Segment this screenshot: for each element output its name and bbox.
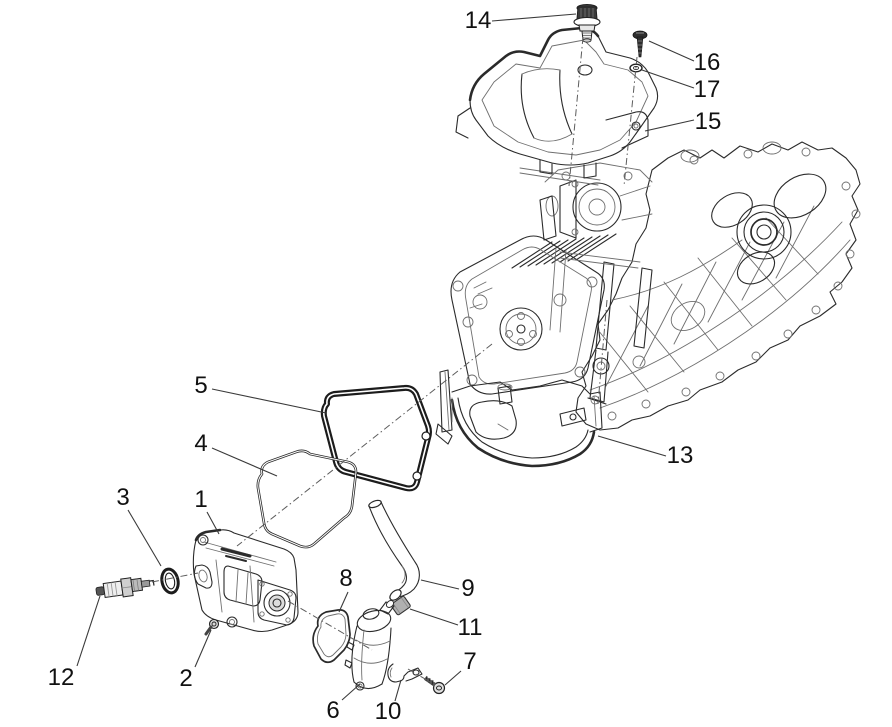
assembly-axes — [151, 36, 638, 684]
callout-label-1[interactable]: 1 — [194, 486, 208, 513]
callout-label-4[interactable]: 4 — [194, 430, 208, 457]
callout-label-13[interactable]: 13 — [666, 442, 694, 469]
leader-12 — [76, 595, 101, 667]
part-gasket-outer[interactable] — [320, 384, 432, 492]
leader-2 — [194, 629, 212, 668]
callout-label-10[interactable]: 10 — [374, 698, 402, 725]
part-engine-assembly[interactable] — [450, 141, 861, 431]
leader-16 — [648, 40, 695, 62]
axis-screw-16 — [623, 56, 638, 187]
leader-13 — [597, 435, 667, 457]
part-clamp-bracket[interactable] — [387, 663, 423, 683]
axis-separator — [287, 600, 373, 651]
leader-4 — [211, 447, 278, 477]
callout-label-2[interactable]: 2 — [179, 665, 193, 692]
axis-main-diagonal — [236, 343, 493, 547]
part-screw-2[interactable] — [204, 618, 220, 636]
callout-label-5[interactable]: 5 — [194, 372, 208, 399]
callout-label-7[interactable]: 7 — [463, 648, 477, 675]
part-o-ring[interactable] — [160, 567, 181, 595]
leader-7 — [444, 670, 462, 686]
part-cylinder-head-cover[interactable] — [192, 528, 299, 633]
part-separator-gasket[interactable] — [312, 609, 351, 664]
callout-label-15[interactable]: 15 — [694, 108, 722, 135]
axis-spark-plug — [151, 572, 199, 583]
leader-1 — [206, 511, 220, 535]
leader-3 — [127, 509, 162, 567]
callout-label-11[interactable]: 11 — [457, 614, 483, 641]
part-screw-16[interactable] — [632, 30, 648, 58]
leader-5 — [211, 388, 327, 414]
callout-label-16[interactable]: 16 — [693, 49, 721, 76]
leader-14 — [491, 13, 577, 22]
axis-bracket-screw — [407, 668, 433, 684]
part-head-cover-shroud[interactable] — [455, 26, 659, 186]
leader-9 — [420, 579, 460, 590]
part-breather-hose[interactable] — [368, 499, 420, 602]
leader-8 — [338, 591, 349, 613]
callout-label-17[interactable]: 17 — [693, 76, 721, 103]
part-spoiler[interactable] — [435, 369, 603, 468]
part-screw-7[interactable] — [423, 675, 446, 695]
part-temperature-sensor[interactable] — [573, 4, 601, 43]
leader-15 — [644, 119, 695, 132]
part-sleeve[interactable] — [390, 595, 411, 616]
leader-6 — [341, 683, 361, 701]
leader-11 — [409, 608, 459, 626]
callout-label-9[interactable]: 9 — [461, 575, 475, 602]
callout-label-3[interactable]: 3 — [116, 484, 130, 511]
part-gasket-inner[interactable] — [256, 449, 358, 549]
leader-lines — [76, 13, 695, 702]
callout-label-12[interactable]: 12 — [47, 664, 75, 691]
axis-spoiler-mount — [597, 299, 608, 405]
axis-sensor — [568, 36, 584, 187]
leader-17 — [641, 69, 695, 89]
callout-label-8[interactable]: 8 — [339, 565, 353, 592]
callout-label-6[interactable]: 6 — [326, 697, 340, 724]
leader-10 — [394, 679, 402, 702]
part-oil-separator[interactable] — [344, 599, 395, 691]
part-spark-plug[interactable] — [95, 575, 155, 601]
callout-label-14[interactable]: 14 — [464, 7, 492, 34]
